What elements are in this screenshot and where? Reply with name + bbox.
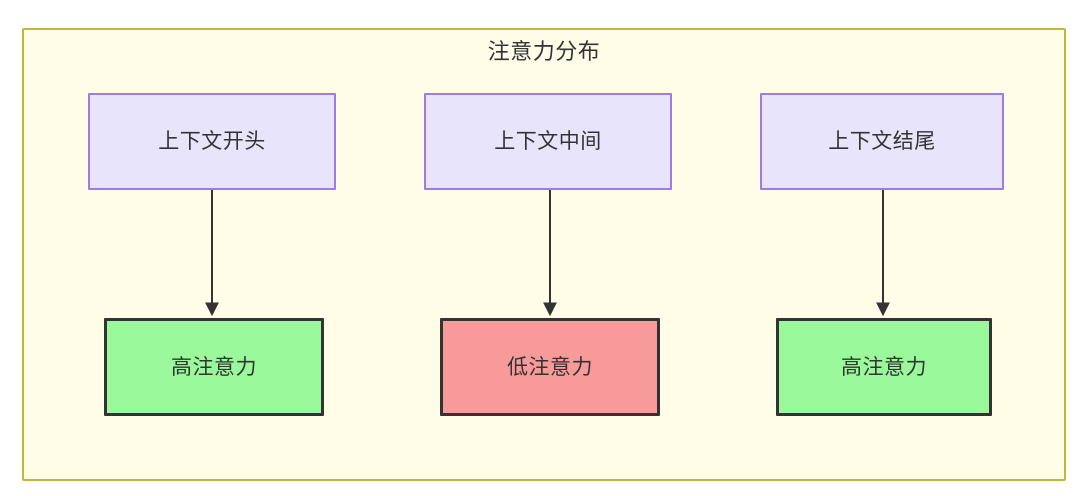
node-low-attention-middle[interactable]: 低注意力 — [440, 318, 660, 416]
node-context-start[interactable]: 上下文开头 — [88, 93, 336, 190]
node-high-attention-end[interactable]: 高注意力 — [776, 318, 992, 416]
node-context-middle[interactable]: 上下文中间 — [424, 93, 672, 190]
node-high-attention-start[interactable]: 高注意力 — [104, 318, 324, 416]
node-context-end[interactable]: 上下文结尾 — [760, 93, 1004, 190]
subgraph-title: 注意力分布 — [487, 40, 601, 65]
